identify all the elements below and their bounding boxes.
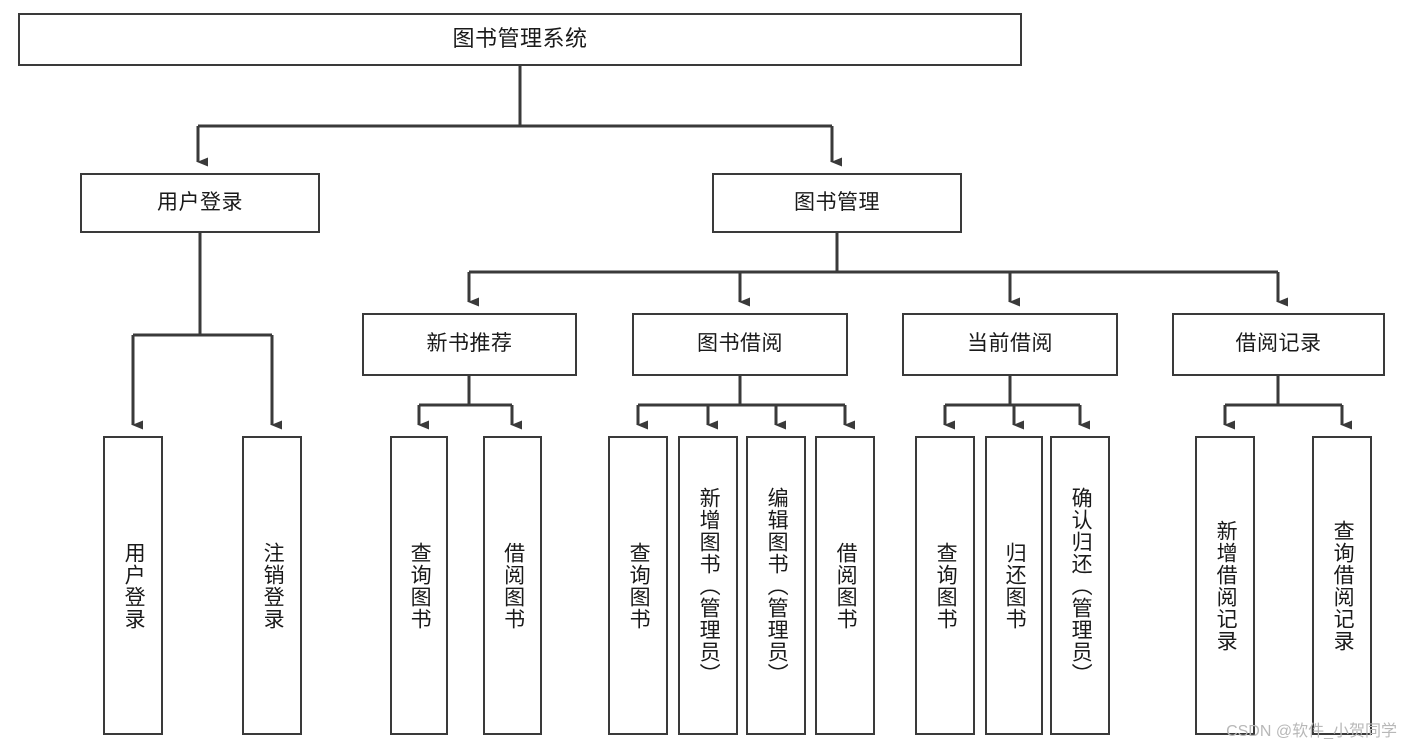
node-book-borrow-label: 图书借阅 — [697, 332, 783, 356]
node-leaf-query-record-label: 查询借阅记录 — [1331, 519, 1355, 652]
node-current-borrow-label: 当前借阅 — [967, 332, 1053, 356]
node-leaf-add-record-label: 新增借阅记录 — [1214, 519, 1238, 652]
node-leaf-borrow-book-1-label: 借阅图书 — [501, 541, 525, 630]
node-user-login[interactable]: 用户登录 — [80, 173, 320, 233]
node-leaf-edit-book-label: 编辑图书（管理员） — [765, 486, 789, 685]
node-leaf-logout-label: 注销登录 — [261, 541, 285, 630]
node-new-book-recommend[interactable]: 新书推荐 — [362, 313, 577, 376]
node-leaf-query-book-1[interactable]: 查询图书 — [390, 436, 448, 735]
node-leaf-add-record[interactable]: 新增借阅记录 — [1195, 436, 1255, 735]
node-leaf-user-login[interactable]: 用户登录 — [103, 436, 163, 735]
node-leaf-query-book-1-label: 查询图书 — [408, 541, 432, 630]
node-leaf-confirm-return-label: 确认归还（管理员） — [1069, 486, 1093, 685]
node-leaf-query-book-3[interactable]: 查询图书 — [915, 436, 975, 735]
node-current-borrow[interactable]: 当前借阅 — [902, 313, 1118, 376]
node-user-login-label: 用户登录 — [157, 190, 243, 214]
node-leaf-user-login-label: 用户登录 — [122, 541, 146, 630]
node-borrow-record[interactable]: 借阅记录 — [1172, 313, 1385, 376]
node-leaf-query-record[interactable]: 查询借阅记录 — [1312, 436, 1372, 735]
node-leaf-logout[interactable]: 注销登录 — [242, 436, 302, 735]
node-leaf-edit-book[interactable]: 编辑图书（管理员） — [746, 436, 806, 735]
node-leaf-borrow-book-1[interactable]: 借阅图书 — [483, 436, 542, 735]
node-leaf-query-book-3-label: 查询图书 — [934, 541, 958, 630]
node-leaf-return-book-label: 归还图书 — [1003, 541, 1027, 630]
node-leaf-borrow-book-2-label: 借阅图书 — [834, 541, 858, 630]
node-root-label: 图书管理系统 — [452, 26, 588, 52]
node-new-book-recommend-label: 新书推荐 — [426, 332, 513, 356]
node-leaf-borrow-book-2[interactable]: 借阅图书 — [815, 436, 875, 735]
node-leaf-query-book-2[interactable]: 查询图书 — [608, 436, 668, 735]
node-borrow-record-label: 借阅记录 — [1235, 332, 1322, 356]
node-leaf-add-book[interactable]: 新增图书（管理员） — [678, 436, 738, 735]
watermark: CSDN @软件_小贺同学 — [1226, 723, 1397, 740]
node-book-borrow[interactable]: 图书借阅 — [632, 313, 848, 376]
node-leaf-query-book-2-label: 查询图书 — [627, 541, 651, 630]
node-book-manage-label: 图书管理 — [794, 190, 880, 214]
node-leaf-return-book[interactable]: 归还图书 — [985, 436, 1043, 735]
node-root[interactable]: 图书管理系统 — [18, 13, 1022, 66]
node-book-manage[interactable]: 图书管理 — [712, 173, 962, 233]
node-leaf-confirm-return[interactable]: 确认归还（管理员） — [1050, 436, 1110, 735]
node-leaf-add-book-label: 新增图书（管理员） — [697, 486, 721, 685]
